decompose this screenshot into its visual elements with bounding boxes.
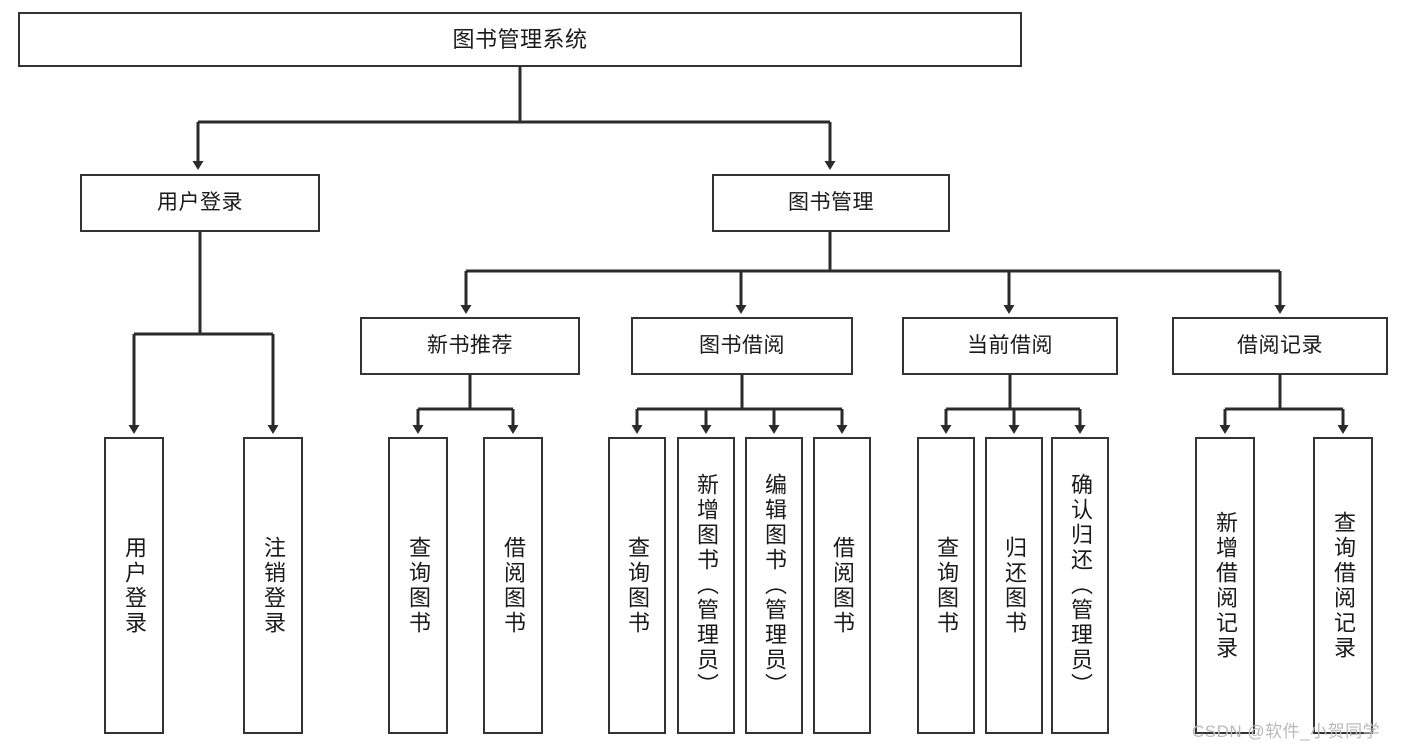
node-book-management-system[interactable]: 图书管理系统: [18, 12, 1022, 67]
node-user-login[interactable]: 用户登录: [80, 174, 320, 232]
node-leaf-query-book-recommend[interactable]: 查询图书: [388, 437, 448, 734]
node-label: 查询借阅记录: [1331, 510, 1356, 661]
node-label: 查询图书: [625, 535, 650, 636]
node-leaf-add-book-admin[interactable]: 新增图书（管理员）: [677, 437, 735, 734]
node-label: 图书管理: [788, 190, 874, 214]
csdn-watermark: CSDN @软件_小贺同学: [1192, 722, 1381, 741]
node-leaf-query-book-current[interactable]: 查询图书: [917, 437, 975, 734]
node-new-book-recommend[interactable]: 新书推荐: [360, 317, 580, 375]
node-label: 编辑图书（管理员）: [762, 473, 787, 698]
node-borrow-record[interactable]: 借阅记录: [1172, 317, 1388, 375]
node-label: 确认归还（管理员）: [1068, 473, 1093, 698]
node-label: 当前借阅: [967, 333, 1053, 357]
node-label: 归还图书: [1002, 535, 1027, 636]
node-label: 借阅图书: [830, 535, 855, 636]
node-leaf-add-borrow-record[interactable]: 新增借阅记录: [1195, 437, 1255, 734]
node-current-borrow[interactable]: 当前借阅: [902, 317, 1118, 375]
node-leaf-edit-book-admin[interactable]: 编辑图书（管理员）: [745, 437, 803, 734]
node-label: 注销登录: [261, 535, 286, 636]
node-leaf-borrow-book[interactable]: 借阅图书: [813, 437, 871, 734]
node-book-borrow[interactable]: 图书借阅: [631, 317, 853, 375]
node-label: 借阅图书: [501, 535, 526, 636]
node-label: 用户登录: [122, 535, 147, 636]
node-leaf-query-borrow-record[interactable]: 查询借阅记录: [1313, 437, 1373, 734]
node-label: 图书管理系统: [452, 26, 588, 52]
node-label: 新书推荐: [427, 333, 513, 357]
node-book-manage[interactable]: 图书管理: [712, 174, 950, 232]
node-leaf-confirm-return-admin[interactable]: 确认归还（管理员）: [1051, 437, 1109, 734]
node-leaf-query-book-borrow[interactable]: 查询图书: [608, 437, 666, 734]
node-leaf-borrow-book-recommend[interactable]: 借阅图书: [483, 437, 543, 734]
node-leaf-logout-login[interactable]: 注销登录: [243, 437, 303, 734]
node-label: 图书借阅: [699, 333, 785, 357]
node-label: 新增借阅记录: [1213, 510, 1238, 661]
node-leaf-user-login[interactable]: 用户登录: [104, 437, 164, 734]
node-label: 借阅记录: [1237, 333, 1323, 357]
node-label: 查询图书: [934, 535, 959, 636]
node-label: 用户登录: [157, 190, 243, 214]
node-label: 查询图书: [406, 535, 431, 636]
node-leaf-return-book[interactable]: 归还图书: [985, 437, 1043, 734]
node-label: 新增图书（管理员）: [694, 473, 719, 698]
